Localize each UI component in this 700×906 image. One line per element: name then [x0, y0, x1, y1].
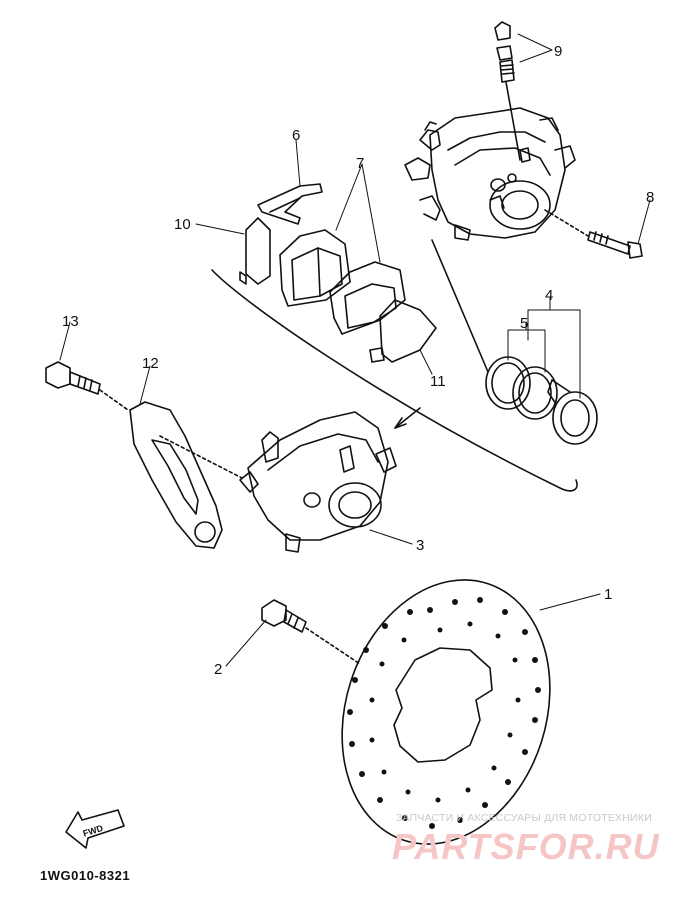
callout-7: 7	[356, 155, 364, 172]
callout-9: 9	[554, 43, 562, 60]
watermark-brand: PARTSFOR.RU	[392, 826, 660, 867]
pad-spring	[257, 183, 323, 225]
bleed-screw	[494, 21, 521, 161]
pad-shim-right	[369, 299, 437, 363]
callout-5: 5	[520, 315, 528, 332]
seal-kit	[431, 239, 598, 445]
leader-lines	[59, 33, 651, 667]
callout-4: 4	[545, 287, 553, 304]
callout-2: 2	[214, 661, 222, 678]
brake-disc	[341, 579, 551, 845]
group-outline	[211, 269, 578, 492]
disc-holes	[347, 597, 541, 829]
callout-1: 1	[604, 586, 612, 603]
pin-bolt	[544, 209, 643, 259]
callout-3: 3	[416, 537, 424, 554]
assembly-arrow	[394, 407, 421, 429]
callout-13: 13	[62, 313, 79, 330]
pad-shim-left	[239, 217, 271, 285]
brake-pad-front	[279, 229, 351, 307]
caliper-bracket	[129, 401, 223, 549]
brake-pad-rear	[329, 261, 406, 335]
watermark-tagline: ЗАПЧАСТИ И АКСЕССУАРЫ ДЛЯ МОТОТЕХНИКИ	[396, 812, 652, 824]
upper-caliper	[404, 107, 576, 241]
caliper-assembly	[159, 411, 397, 553]
callout-12: 12	[142, 355, 159, 372]
callout-8: 8	[646, 189, 654, 206]
bracket-bolt	[45, 361, 129, 411]
diagram-code: 1WG010-8321	[40, 868, 131, 883]
disc-bolt	[261, 599, 361, 665]
callout-6: 6	[292, 127, 300, 144]
callout-10: 10	[174, 216, 191, 233]
fwd-arrow	[65, 809, 125, 849]
callout-11: 11	[430, 373, 446, 390]
